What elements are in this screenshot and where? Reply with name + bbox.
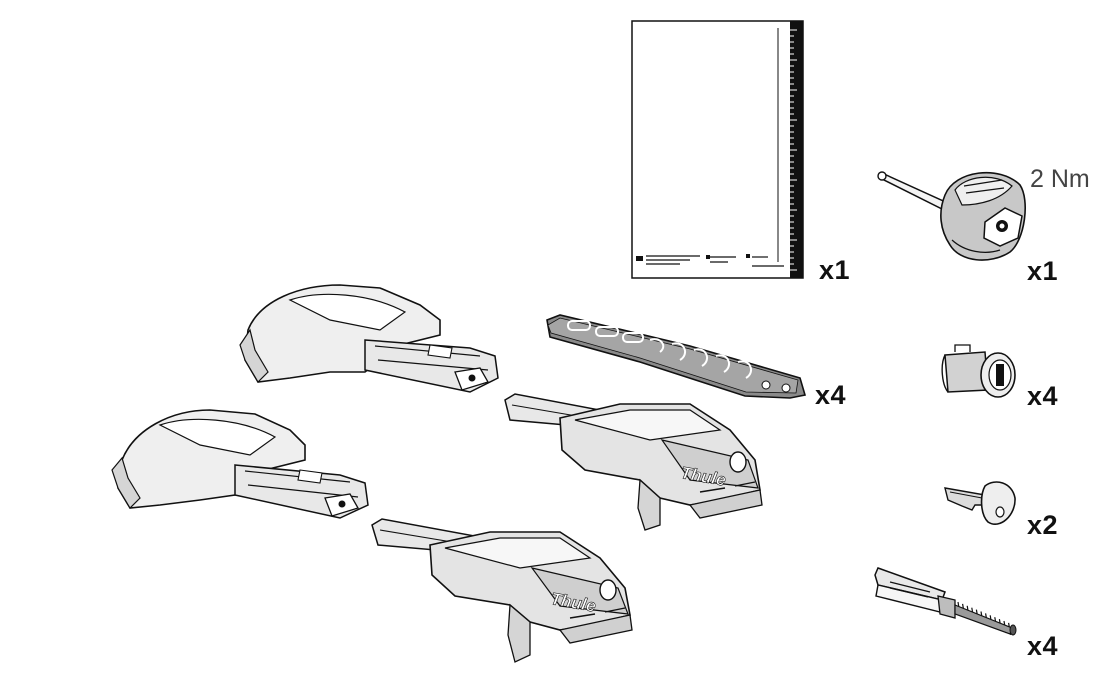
ruler-ticks [790, 29, 797, 271]
key-qty: x2 [1027, 510, 1059, 540]
torque-tool-qty: x1 [1027, 256, 1059, 286]
instructions-qty: x1 [819, 255, 851, 285]
roof-foot-icon: Thule [504, 393, 763, 531]
roof-foot-icon: Thule [371, 518, 633, 663]
rubber-pad-icon [546, 314, 807, 399]
lock-cylinder-icon [941, 344, 1016, 398]
torque-key-icon [877, 171, 1026, 261]
torque-label: 2 Nm [1030, 165, 1090, 193]
lock-cylinder-qty: x4 [1027, 381, 1059, 411]
roof-foot-icon [111, 409, 369, 519]
key-icon [944, 481, 1016, 525]
bolt-insert-icon [874, 567, 1017, 636]
bolt-insert-qty: x4 [1027, 631, 1059, 661]
roof-foot-icon [239, 284, 499, 393]
instruction-sheet-icon [631, 20, 804, 279]
rubber-pad-qty: x4 [815, 380, 847, 410]
